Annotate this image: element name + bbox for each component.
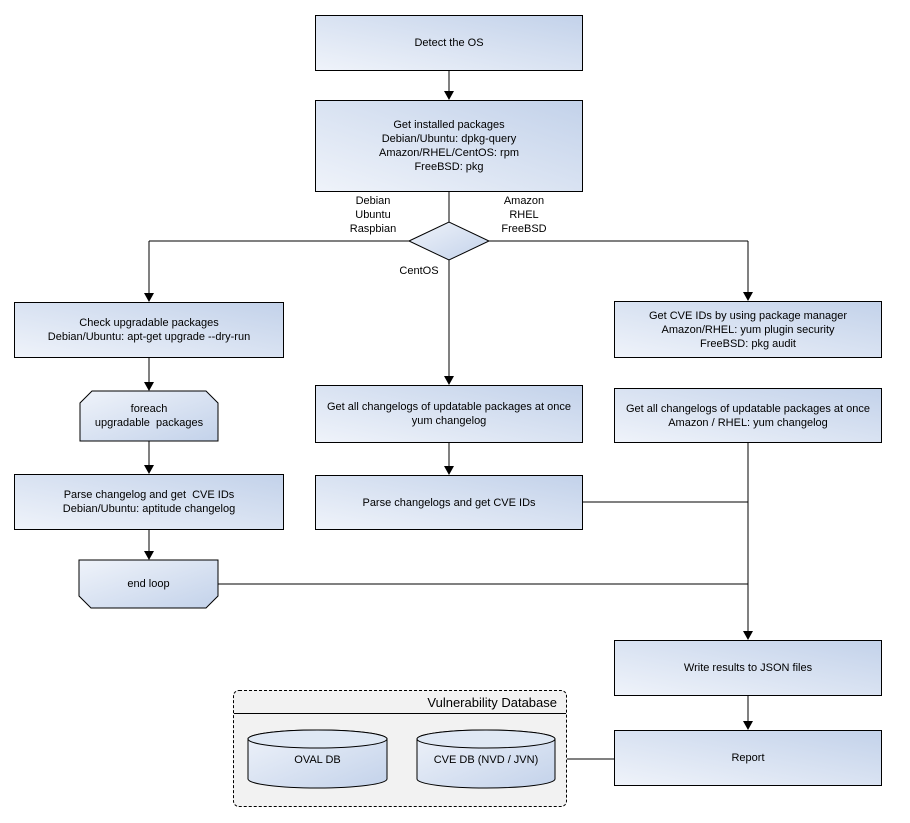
arrowhead-into-foreach: [144, 382, 154, 391]
cve-db-cylinder: [416, 729, 556, 789]
arrowhead-into-write-results: [743, 631, 753, 640]
node-get-installed-packages: Get installed packages Debian/Ubuntu: dp…: [315, 100, 583, 192]
cve-db-label-holder: CVE DB (NVD / JVN): [417, 733, 555, 787]
node-write-results-label: Write results to JSON files: [683, 662, 813, 674]
node-parse-changelogs-centos-label: Parse changelogs and get CVE IDs: [362, 496, 536, 509]
node-report-label: Report: [731, 752, 765, 764]
branch-label-amazon: Amazon RHEL FreeBSD: [501, 195, 547, 235]
arrowhead-into-getcve: [743, 292, 753, 301]
arrowhead-into-changelogs-centos: [444, 376, 454, 385]
end-loop-label: end loop: [127, 578, 170, 590]
node-parse-changelogs-centos: Parse changelogs and get CVE IDs: [315, 475, 583, 530]
oval-db-label-holder: OVAL DB: [248, 733, 387, 787]
arrowhead-into-report: [743, 721, 753, 730]
end-loop-label-holder: end loop: [79, 560, 218, 608]
foreach-loop-label: foreach upgradable packages: [94, 403, 204, 429]
arrowhead-into-parse-centos: [444, 466, 454, 475]
oval-db-cylinder: [247, 729, 388, 789]
node-detect-os-label: Detect the OS: [414, 37, 484, 49]
arrowheads: [144, 91, 753, 730]
node-get-changelogs-centos: Get all changelogs of updatable packages…: [315, 385, 583, 443]
arrowhead-into-check: [144, 293, 154, 302]
cve-db-label: CVE DB (NVD / JVN): [433, 754, 539, 766]
arrowhead-into-endloop: [144, 551, 154, 560]
node-report: Report: [614, 730, 882, 786]
oval-db-label: OVAL DB: [294, 754, 341, 766]
node-detect-os: Detect the OS: [315, 15, 583, 71]
foreach-loop-label-holder: foreach upgradable packages: [80, 391, 218, 441]
arrowhead-into-installed: [444, 91, 454, 100]
node-write-results: Write results to JSON files: [614, 640, 882, 696]
node-get-changelogs-centos-label: Get all changelogs of updatable packages…: [326, 401, 572, 427]
foreach-loop-shape: [79, 390, 219, 442]
arrowhead-into-parse-debian: [144, 465, 154, 474]
node-get-installed-packages-label: Get installed packages Debian/Ubuntu: dp…: [379, 119, 519, 173]
os-decision-diamond: [407, 221, 491, 261]
node-parse-changelog-debian-label: Parse changelog and get CVE IDs Debian/U…: [62, 489, 236, 515]
branch-label-debian: Debian Ubuntu Raspbian: [349, 195, 397, 235]
node-check-upgradable-label: Check upgradable packages Debian/Ubuntu:…: [47, 317, 251, 343]
node-parse-changelog-debian: Parse changelog and get CVE IDs Debian/U…: [14, 474, 284, 530]
connector-branch-right: [488, 240, 749, 292]
connector-branch-left: [148, 240, 410, 293]
end-loop-shape: [78, 559, 219, 609]
node-get-cve-ids-pkg-manager: Get CVE IDs by using package manager Ama…: [614, 301, 882, 358]
vulnerability-database-title: Vulnerability Database: [234, 691, 566, 714]
node-get-changelogs-amazon-label: Get all changelogs of updatable packages…: [625, 402, 871, 429]
node-check-upgradable: Check upgradable packages Debian/Ubuntu:…: [14, 302, 284, 358]
node-get-cve-ids-pkg-manager-label: Get CVE IDs by using package manager Ama…: [648, 309, 848, 350]
node-get-changelogs-amazon: Get all changelogs of updatable packages…: [614, 388, 882, 443]
branch-label-centos: CentOS: [399, 265, 439, 277]
